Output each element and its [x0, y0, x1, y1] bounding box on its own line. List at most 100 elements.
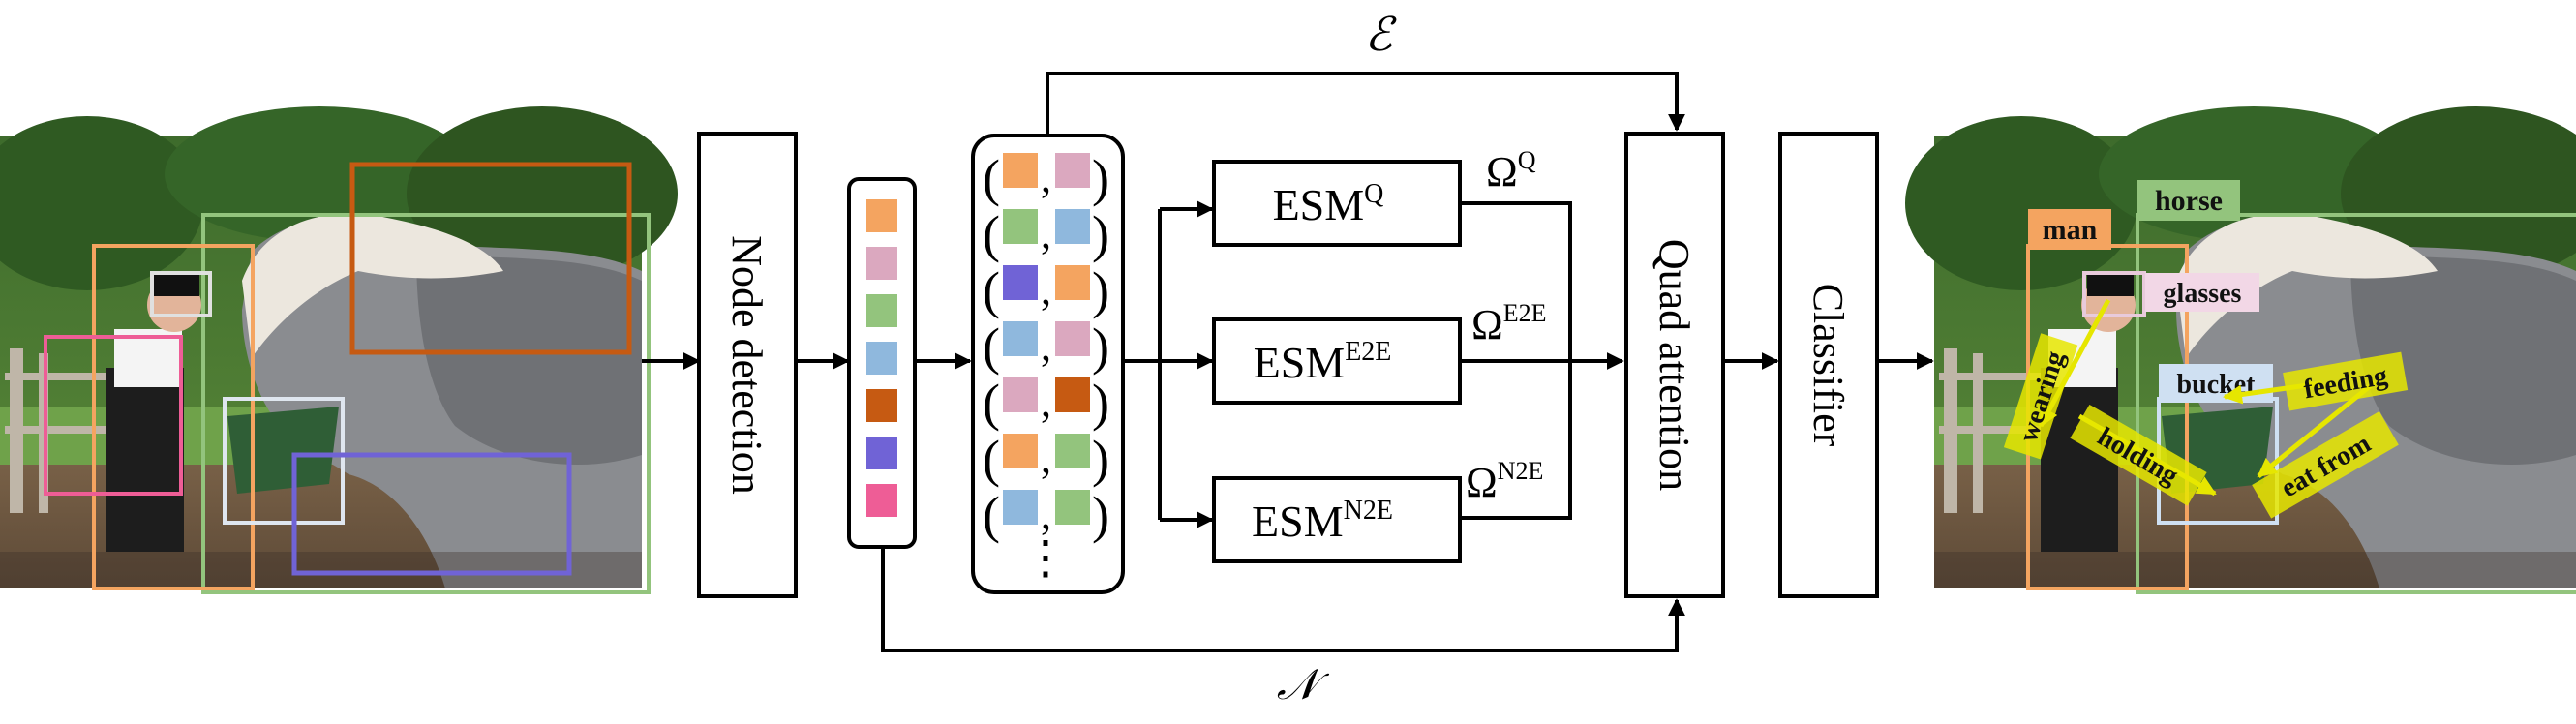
pair-first-orange	[1003, 153, 1038, 188]
node-feature-magenta	[866, 484, 897, 517]
svg-text:ΩE2E: ΩE2E	[1471, 299, 1546, 348]
pair-close-paren: )	[1092, 486, 1109, 544]
edge-set-path	[1046, 72, 1685, 136]
esm-q-label: ESM	[1273, 180, 1365, 229]
pair-close-paren: )	[1092, 205, 1109, 263]
esm-q-block: ESMQ	[1212, 160, 1462, 247]
out-bbox-horse	[2136, 213, 2576, 594]
pair-second-green	[1055, 434, 1090, 468]
pair-first-blue	[1003, 321, 1038, 356]
edge-pair-row: (,)	[983, 430, 1109, 488]
esm-n2e-block: ESMN2E	[1212, 476, 1462, 563]
tag-man: man	[2043, 214, 2098, 246]
node-detection-block: Node detection	[697, 132, 798, 598]
pair-second-darkorange	[1055, 377, 1090, 412]
pair-comma: ,	[1041, 435, 1051, 482]
esm-e2e-block: ESME2E	[1212, 317, 1462, 405]
node-set-path	[881, 547, 1685, 652]
svg-text:ΩN2E: ΩN2E	[1466, 457, 1543, 506]
pair-comma: ,	[1041, 322, 1051, 370]
bbox-bucket-region	[291, 452, 572, 576]
input-photo	[0, 106, 678, 594]
node-feature-pink	[866, 247, 897, 280]
pair-open-paren: (	[983, 149, 1000, 207]
svg-text:ESMN2E: ESMN2E	[1252, 496, 1393, 546]
pair-first-orange	[1003, 434, 1038, 468]
edge-pair-row: (,)	[983, 261, 1109, 319]
pair-open-paren: (	[983, 205, 1000, 263]
pair-second-blue	[1055, 209, 1090, 244]
node-detection-label: Node detection	[723, 235, 771, 495]
pair-comma: ,	[1041, 491, 1051, 538]
tag-glasses: glasses	[2164, 279, 2242, 309]
omega-n2e-path	[1460, 361, 1572, 520]
pair-close-paren: )	[1092, 261, 1109, 319]
esm-q-sup: Q	[1364, 179, 1383, 209]
pair-comma: ,	[1041, 378, 1051, 426]
edge-pair-row: (,)	[983, 317, 1109, 376]
pair-second-pink	[1055, 321, 1090, 356]
bbox-horse	[201, 213, 651, 594]
pair-open-paren: (	[983, 317, 1000, 376]
esm-e2e-sup: E2E	[1345, 337, 1391, 367]
edge-pair-row: (,)	[983, 374, 1109, 432]
pair-second-green	[1055, 490, 1090, 525]
omega-e2e-sup: E2E	[1503, 299, 1547, 327]
esm-e2e-label: ESM	[1254, 338, 1346, 387]
omega-e2e-label: Ω	[1471, 301, 1503, 348]
omega-n2e-label: Ω	[1466, 459, 1498, 506]
node-feature-purple	[866, 437, 897, 469]
pair-first-blue	[1003, 490, 1038, 525]
bbox-glasses	[150, 271, 212, 317]
pair-close-paren: )	[1092, 317, 1109, 376]
edge-pair-row: (,)	[983, 149, 1109, 207]
pair-close-paren: )	[1092, 149, 1109, 207]
bbox-mane	[349, 162, 632, 355]
output-photo: man horse glasses bucket wearing feeding…	[1905, 106, 2576, 594]
omega-q-path	[1460, 201, 1572, 361]
pair-close-paren: )	[1092, 374, 1109, 432]
omega-q-label: Ω	[1486, 148, 1518, 196]
pair-first-green	[1003, 209, 1038, 244]
pair-open-paren: (	[983, 261, 1000, 319]
svg-text:ESME2E: ESME2E	[1254, 337, 1392, 387]
edge-pair-row: (,)	[983, 486, 1109, 544]
bbox-man	[92, 244, 255, 590]
pair-second-pink	[1055, 153, 1090, 188]
omega-n2e-sup: N2E	[1498, 457, 1544, 485]
bbox-bucket	[223, 397, 345, 525]
esm-n2e-sup: N2E	[1344, 496, 1393, 526]
node-set-label: 𝒩	[1277, 661, 1330, 709]
node-feature-darkorange	[866, 389, 897, 422]
quad-attention-block: Quad attention	[1624, 132, 1725, 598]
node-feature-green	[866, 294, 897, 327]
pair-comma: ,	[1041, 154, 1051, 201]
omega-q-sup: Q	[1518, 146, 1536, 174]
node-feature-orange	[866, 199, 897, 232]
svg-text:ESMQ: ESMQ	[1273, 179, 1384, 229]
pair-comma: ,	[1041, 210, 1051, 257]
edge-pair-column: (,)(,)(,)(,)(,)(,)(,) ⋮	[971, 134, 1125, 594]
pair-open-paren: (	[983, 486, 1000, 544]
pair-first-purple	[1003, 265, 1038, 300]
node-feature-blue	[866, 342, 897, 375]
classifier-block: Classifier	[1778, 132, 1879, 598]
classifier-label: Classifier	[1804, 284, 1852, 447]
edge-pair-row: (,)	[983, 205, 1109, 263]
pair-open-paren: (	[983, 374, 1000, 432]
pairs-ellipsis: ⋮	[1022, 532, 1069, 584]
pair-open-paren: (	[983, 430, 1000, 488]
bbox-arm	[44, 335, 183, 496]
svg-text:ΩQ: ΩQ	[1486, 146, 1536, 196]
esm-n2e-label: ESM	[1252, 497, 1344, 546]
pair-comma: ,	[1041, 266, 1051, 314]
pair-close-paren: )	[1092, 430, 1109, 488]
node-feature-column	[847, 177, 917, 549]
edge-set-label: ℰ	[1364, 10, 1397, 61]
out-bbox-glasses	[2082, 271, 2146, 317]
quad-attention-label: Quad attention	[1651, 239, 1698, 491]
pair-second-orange	[1055, 265, 1090, 300]
pair-first-pink	[1003, 377, 1038, 412]
tag-horse: horse	[2155, 185, 2223, 217]
